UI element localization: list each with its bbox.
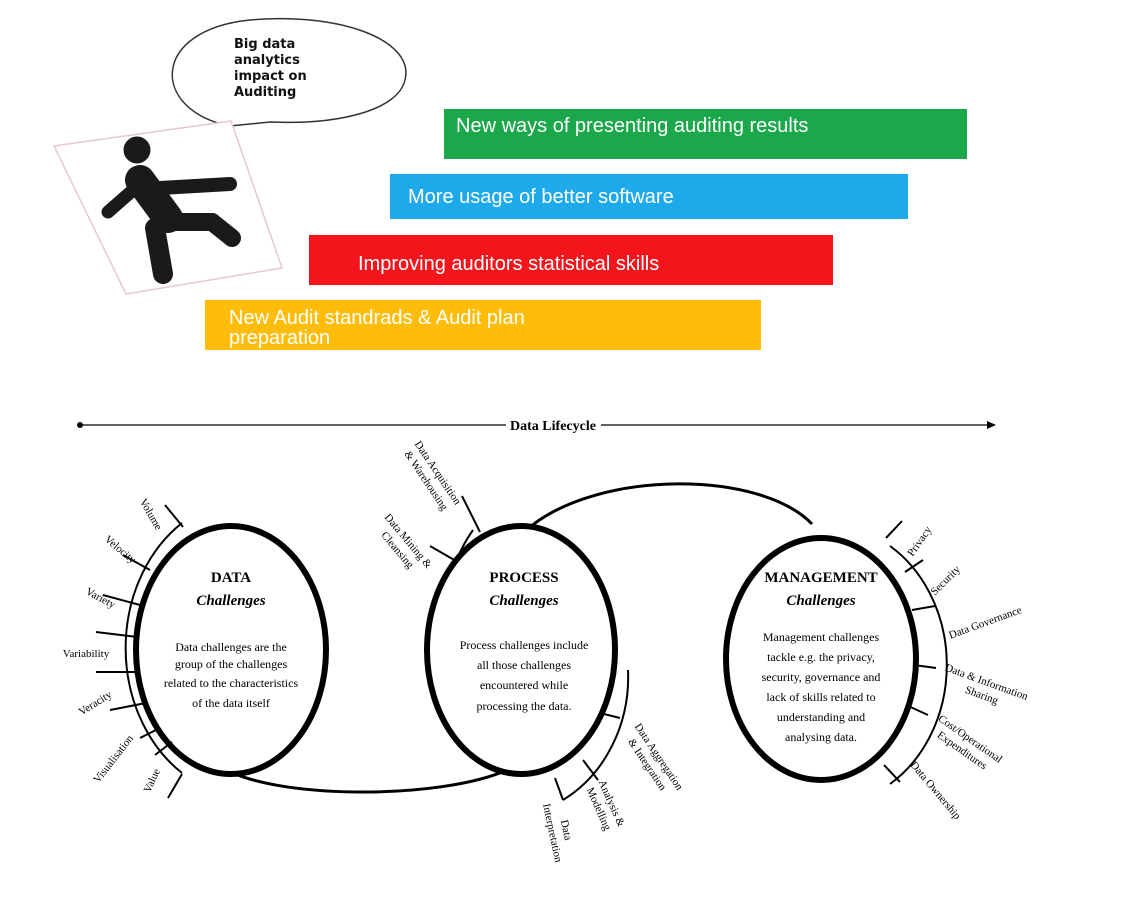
management-subtitle: Challenges: [786, 593, 855, 609]
management-item-line: Data Ownership: [908, 759, 964, 822]
data-challenges-ellipse: [133, 523, 329, 777]
speech-bubble: [171, 17, 407, 127]
data-outer-arc: [124, 522, 183, 774]
data-subtitle: Challenges: [196, 593, 265, 609]
management-item-line: Privacy: [905, 524, 934, 559]
process-item: Data Acquisition & Warehousing: [402, 439, 464, 513]
process-item-line: Data: [558, 819, 574, 842]
impact-bar-audit-standards: New Audit standrads & Audit plan prepara…: [205, 300, 761, 350]
lifecycle-label: Data Lifecycle: [510, 419, 596, 434]
data-item: Variability: [63, 648, 110, 660]
data-item: Value: [142, 767, 164, 795]
management-description-line: analysing data.: [785, 730, 857, 744]
management-description-line: Management challenges: [763, 630, 880, 644]
process-description-line: Process challenges include: [460, 638, 589, 652]
process-item: Data Mining & Cleansing: [378, 512, 434, 572]
management-challenges-ellipse: [723, 535, 919, 783]
management-item: Cost/Operational Expenditures: [935, 713, 1004, 772]
data-item: Veracity: [77, 688, 115, 718]
data-description-line: of the data itself: [192, 696, 270, 710]
impact-label-line: New Audit standrads & Audit plan: [229, 307, 525, 329]
bubble-line: Big data: [234, 37, 296, 52]
data-description-line: Data challenges are the: [175, 640, 287, 654]
management-description-line: understanding and: [777, 710, 865, 724]
data-description: Data challenges are the group of the cha…: [164, 640, 299, 710]
management-item: Data Governance: [947, 604, 1023, 642]
data-title: DATA: [211, 570, 251, 586]
lifecycle-arrow: Data Lifecycle: [77, 416, 996, 434]
process-description-line: all those challenges: [477, 658, 571, 672]
connector-bottom: [219, 764, 508, 794]
impact-bar-presenting-results: New ways of presenting auditing results: [444, 109, 967, 159]
process-item: Analysis & Modelling: [584, 778, 627, 833]
management-description: Management challenges tackle e.g. the pr…: [762, 630, 881, 744]
connector-top: [529, 482, 814, 529]
process-bottom-arc: [562, 669, 630, 801]
management-item-line: Security: [928, 563, 963, 598]
process-challenges-ellipse: [424, 523, 618, 777]
management-item: Privacy: [905, 524, 934, 559]
management-description-line: security, governance and: [762, 670, 881, 684]
data-item: Velocity: [102, 533, 138, 566]
walking-person-icon: [101, 136, 241, 284]
management-outer-arc: [889, 545, 948, 785]
bubble-line: analytics: [234, 53, 300, 68]
data-description-line: related to the characteristics: [164, 676, 299, 690]
process-item: Data Aggregation & Integration: [625, 721, 685, 793]
impact-label: Improving auditors statistical skills: [358, 253, 660, 275]
process-description-line: encountered while: [480, 678, 568, 692]
process-title: PROCESS: [489, 570, 558, 586]
management-title: MANAGEMENT: [764, 570, 877, 586]
data-item: Visualisation: [91, 732, 136, 785]
figure-card: [52, 120, 283, 295]
management-item: Security: [928, 563, 963, 598]
management-description-line: tackle e.g. the privacy,: [767, 650, 875, 664]
bubble-text: Big data analytics impact on Auditing: [234, 37, 364, 101]
bubble-line: Auditing: [234, 85, 297, 100]
process-description-line: processing the data.: [477, 699, 572, 713]
impact-bar-better-software: More usage of better software: [390, 174, 908, 219]
data-item: Variety: [84, 586, 118, 612]
impact-label: More usage of better software: [408, 186, 674, 208]
management-description-line: lack of skills related to: [766, 690, 875, 704]
impact-bar-statistical-skills: Improving auditors statistical skills: [309, 235, 833, 285]
management-item: Data & Information Sharing: [943, 662, 1030, 707]
impact-label-line: preparation: [229, 327, 331, 349]
management-item: Data Ownership: [908, 759, 964, 822]
impact-label: New ways of presenting auditing results: [456, 115, 809, 137]
data-description-line: group of the challenges: [175, 657, 288, 671]
bubble-line: impact on: [234, 69, 307, 84]
process-subtitle: Challenges: [489, 593, 558, 609]
process-item: Data Interpretation: [540, 803, 574, 865]
data-item: Volume: [137, 497, 164, 533]
management-item-line: Data Governance: [947, 604, 1023, 642]
process-description: Process challenges include all those cha…: [460, 638, 589, 713]
